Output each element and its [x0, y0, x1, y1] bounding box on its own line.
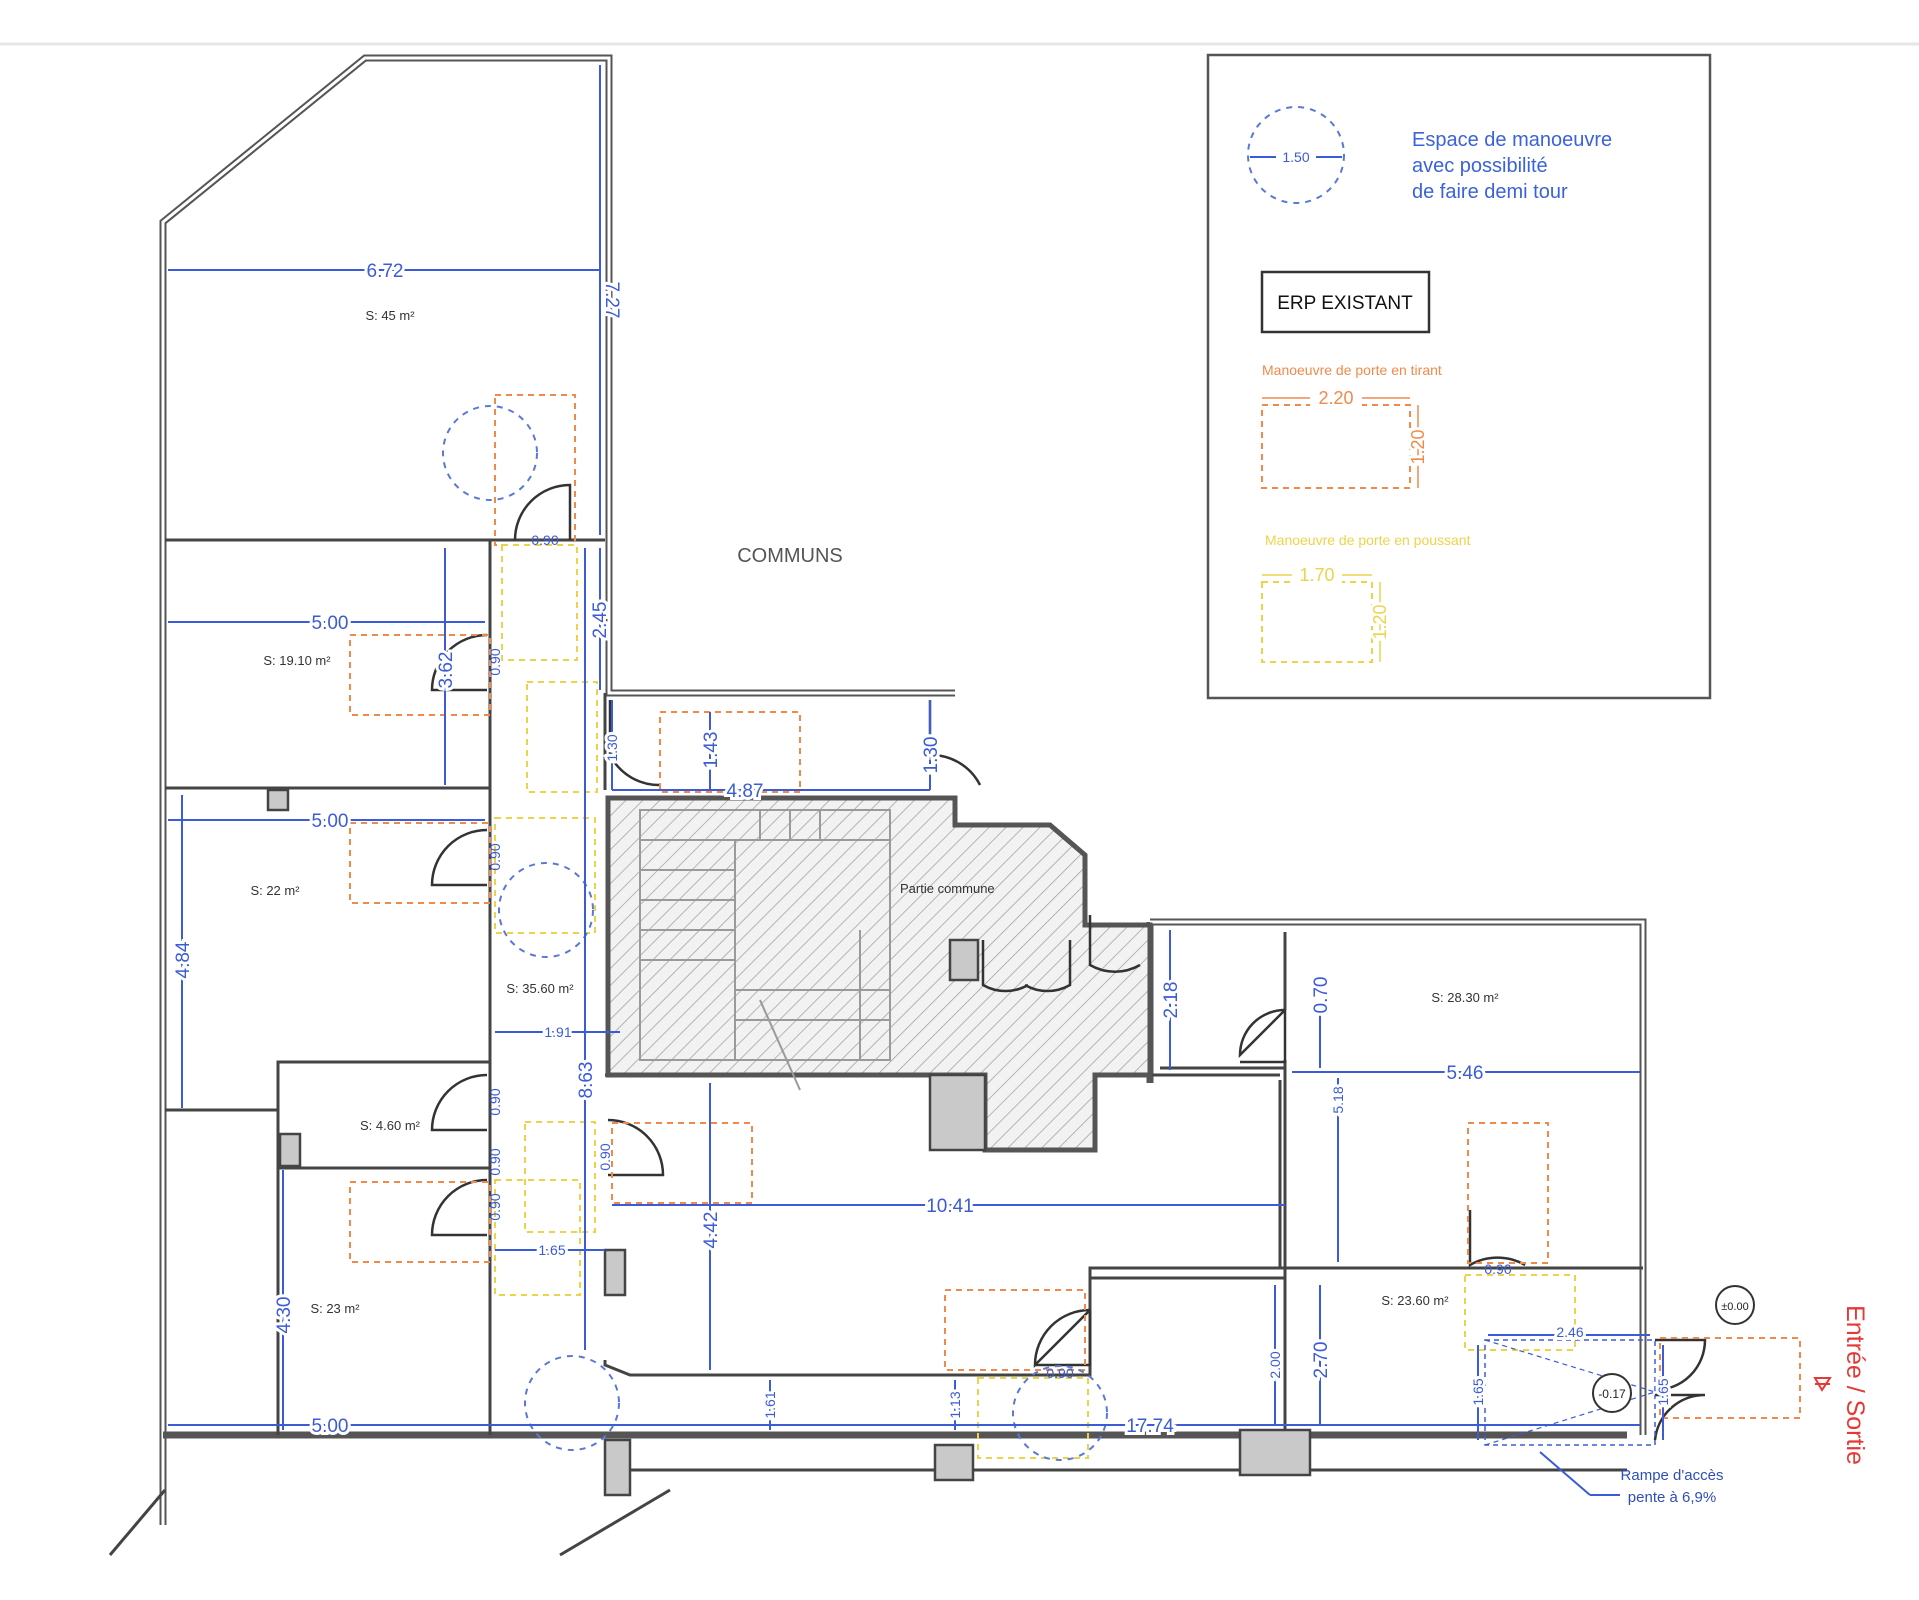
- dim-5-00-a: 5.00: [312, 613, 349, 634]
- legend-turn-diameter: 1.50: [1282, 149, 1309, 165]
- dim-1-30-b: 1.30: [921, 737, 942, 774]
- dim-2-18: 2.18: [1161, 982, 1182, 1019]
- area-22: S: 22 m²: [250, 883, 300, 898]
- dim-0-90-i: 0.90: [487, 1148, 503, 1175]
- staircase: [639, 809, 891, 1091]
- legend-push-width: 1.70: [1299, 565, 1334, 585]
- dim-1-65-b: 1.65: [1470, 1378, 1486, 1405]
- dim-5-18: 5.18: [1330, 1086, 1346, 1113]
- dim-17-74: 17.74: [1126, 1416, 1174, 1437]
- dim-0-90-h: 0.90: [1484, 1261, 1511, 1277]
- outer-walls: [108, 54, 1647, 1557]
- area-35-60: S: 35.60 m²: [506, 981, 574, 996]
- area-4-60: S: 4.60 m²: [360, 1118, 421, 1133]
- dim-7-27: 7.27: [601, 282, 622, 319]
- dim-2-45: 2.45: [590, 602, 611, 639]
- area-19-10: S: 19.10 m²: [263, 653, 331, 668]
- entrance-arrow-icon: [1813, 1377, 1832, 1392]
- legend-pull-height: 1.20: [1408, 429, 1428, 464]
- dim-8-63: 8.63: [576, 1062, 597, 1099]
- area-28-30: S: 28.30 m²: [1431, 990, 1499, 1005]
- dim-1-43: 1.43: [701, 732, 722, 769]
- legend-turn-text-2: avec possibilité: [1412, 155, 1548, 177]
- erp-label: ERP EXISTANT: [1277, 293, 1413, 314]
- dim-0-90-a: 0.90: [531, 532, 558, 548]
- dim-2-00: 2.00: [1267, 1351, 1283, 1378]
- dim-0-90-e: 0.90: [487, 1193, 503, 1220]
- common-part: Partie commune: [605, 795, 1153, 1153]
- access-ramp: [1484, 1285, 1755, 1496]
- legend-push-title: Manoeuvre de porte en poussant: [1265, 532, 1471, 548]
- dim-0-90-d: 0.90: [487, 1088, 503, 1115]
- dimension-labels: 6.72 7.27 5.00 3.62 2.45 5.00 4.84 1.91 …: [170, 258, 1674, 1440]
- dimension-lines: [168, 65, 1664, 1440]
- dim-1-30-a: 1.30: [604, 734, 620, 761]
- dim-5-46: 5.46: [1447, 1063, 1484, 1084]
- legend: 1.50 Espace de manoeuvre avec possibilit…: [1206, 53, 1712, 700]
- legend-pull-title: Manoeuvre de porte en tirant: [1262, 362, 1442, 378]
- area-23-60: S: 23.60 m²: [1381, 1293, 1449, 1308]
- dim-2-70: 2.70: [1311, 1342, 1332, 1379]
- legend-turn-text-1: Espace de manoeuvre: [1412, 129, 1612, 151]
- area-23: S: 23 m²: [310, 1301, 360, 1316]
- room-areas: S: 45 m² S: 19.10 m² S: 22 m² S: 35.60 m…: [250, 308, 1499, 1316]
- dim-6-72: 6.72: [367, 261, 404, 282]
- dim-1-91: 1.91: [544, 1024, 571, 1040]
- dim-1-61: 1.61: [762, 1391, 778, 1418]
- dim-1-65: 1.65: [538, 1242, 565, 1258]
- dim-0-70: 0.70: [1311, 977, 1332, 1014]
- legend-push-height: 1.20: [1370, 604, 1390, 639]
- dim-0-90-c: 0.90: [487, 843, 503, 870]
- dim-3-62: 3.62: [436, 652, 457, 689]
- dim-2-46: 2.46: [1556, 1324, 1583, 1340]
- legend-pull-width: 2.20: [1318, 388, 1353, 408]
- turning-circles: [442, 405, 1108, 1461]
- dim-0-90-f: 0.90: [597, 1143, 613, 1170]
- dim-10-41: 10.41: [926, 1196, 974, 1217]
- dim-4-30: 4.30: [274, 1297, 295, 1334]
- erp-box: [1260, 270, 1431, 334]
- doors: [430, 483, 1707, 1441]
- level-minus: -0.17: [1598, 1387, 1626, 1401]
- pillars: [266, 788, 1312, 1497]
- pull-zones: [349, 394, 1801, 1419]
- dim-0-90-b: 0.90: [487, 648, 503, 675]
- legend-turn-text-3: de faire demi tour: [1412, 181, 1568, 203]
- dim-1-13: 1.13: [947, 1391, 963, 1418]
- dim-4-42: 4.42: [701, 1212, 722, 1249]
- area-45: S: 45 m²: [365, 308, 415, 323]
- dim-5-00-c: 5.00: [312, 1416, 349, 1437]
- dim-5-00-b: 5.00: [312, 811, 349, 832]
- communs-label: COMMUNS: [737, 545, 843, 567]
- ramp-label-2: pente à 6,9%: [1628, 1489, 1716, 1506]
- entrance-label: Entrée / Sortie: [1841, 1305, 1869, 1465]
- dim-4-87: 4.87: [727, 781, 764, 802]
- partie-commune-label: Partie commune: [900, 881, 995, 896]
- ramp-label-1: Rampe d'accès: [1621, 1467, 1724, 1484]
- push-zones: [494, 544, 1576, 1459]
- partitions: [165, 538, 1643, 1435]
- dim-1-65-c: 1.65: [1655, 1378, 1671, 1405]
- dim-4-84: 4.84: [173, 941, 194, 978]
- level-zero: ±0.00: [1721, 1301, 1748, 1313]
- dim-0-90-g: 0.90: [1046, 1365, 1073, 1381]
